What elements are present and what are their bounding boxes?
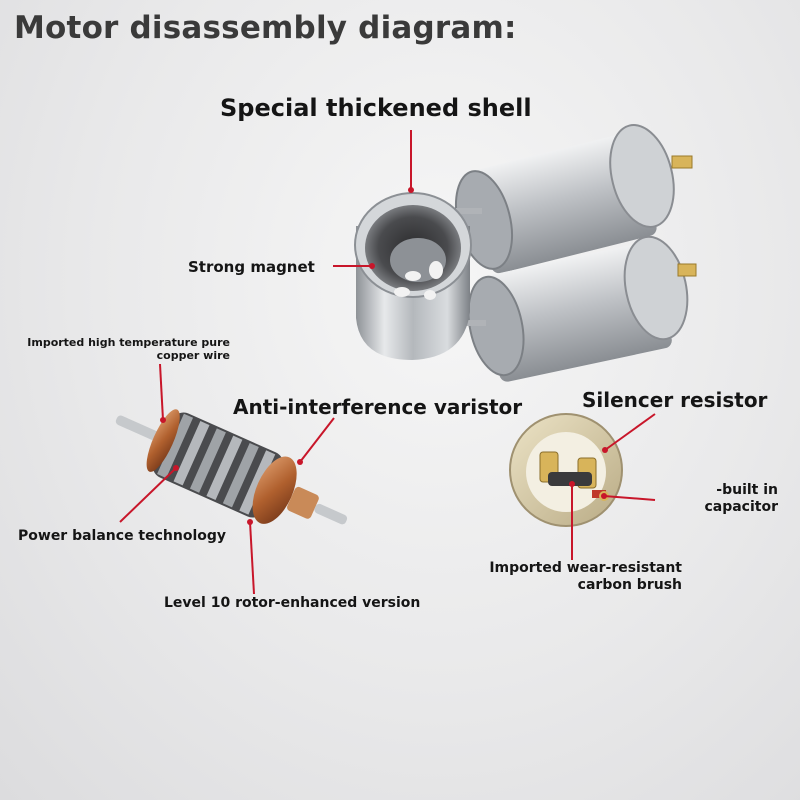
leader-lines [119, 130, 656, 595]
rotor [115, 409, 348, 525]
label-carbon-brush: Imported wear-resistant carbon brush [470, 560, 682, 594]
page-title: Motor disassembly diagram: [14, 10, 517, 46]
label-capacitor-line-1: -built in [716, 482, 778, 498]
leader-dots [160, 187, 608, 525]
motor-bottom [458, 235, 697, 382]
end-cap [509, 413, 623, 527]
label-built-in-capacitor: -built in capacitor [680, 482, 778, 516]
label-copper-wire: Imported high temperature pure copper wi… [20, 336, 230, 362]
label-special-thickened-shell: Special thickened shell [220, 94, 532, 122]
label-carbon-brush-line-1: Imported wear-resistant [489, 560, 682, 576]
open-shell [354, 192, 472, 360]
label-strong-magnet: Strong magnet [188, 258, 315, 276]
label-silencer-resistor: Silencer resistor [582, 388, 768, 412]
label-copper-wire-line-1: Imported high temperature pure [27, 336, 230, 349]
label-power-balance: Power balance technology [18, 528, 227, 544]
label-level-10-rotor: Level 10 rotor-enhanced version [164, 595, 421, 611]
label-capacitor-line-2: capacitor [704, 498, 778, 515]
label-anti-interference-varistor: Anti-interference varistor [233, 395, 523, 419]
label-copper-wire-line-2: copper wire [156, 349, 230, 363]
label-carbon-brush-line-2: carbon brush [577, 576, 682, 593]
motor-top [455, 124, 693, 274]
